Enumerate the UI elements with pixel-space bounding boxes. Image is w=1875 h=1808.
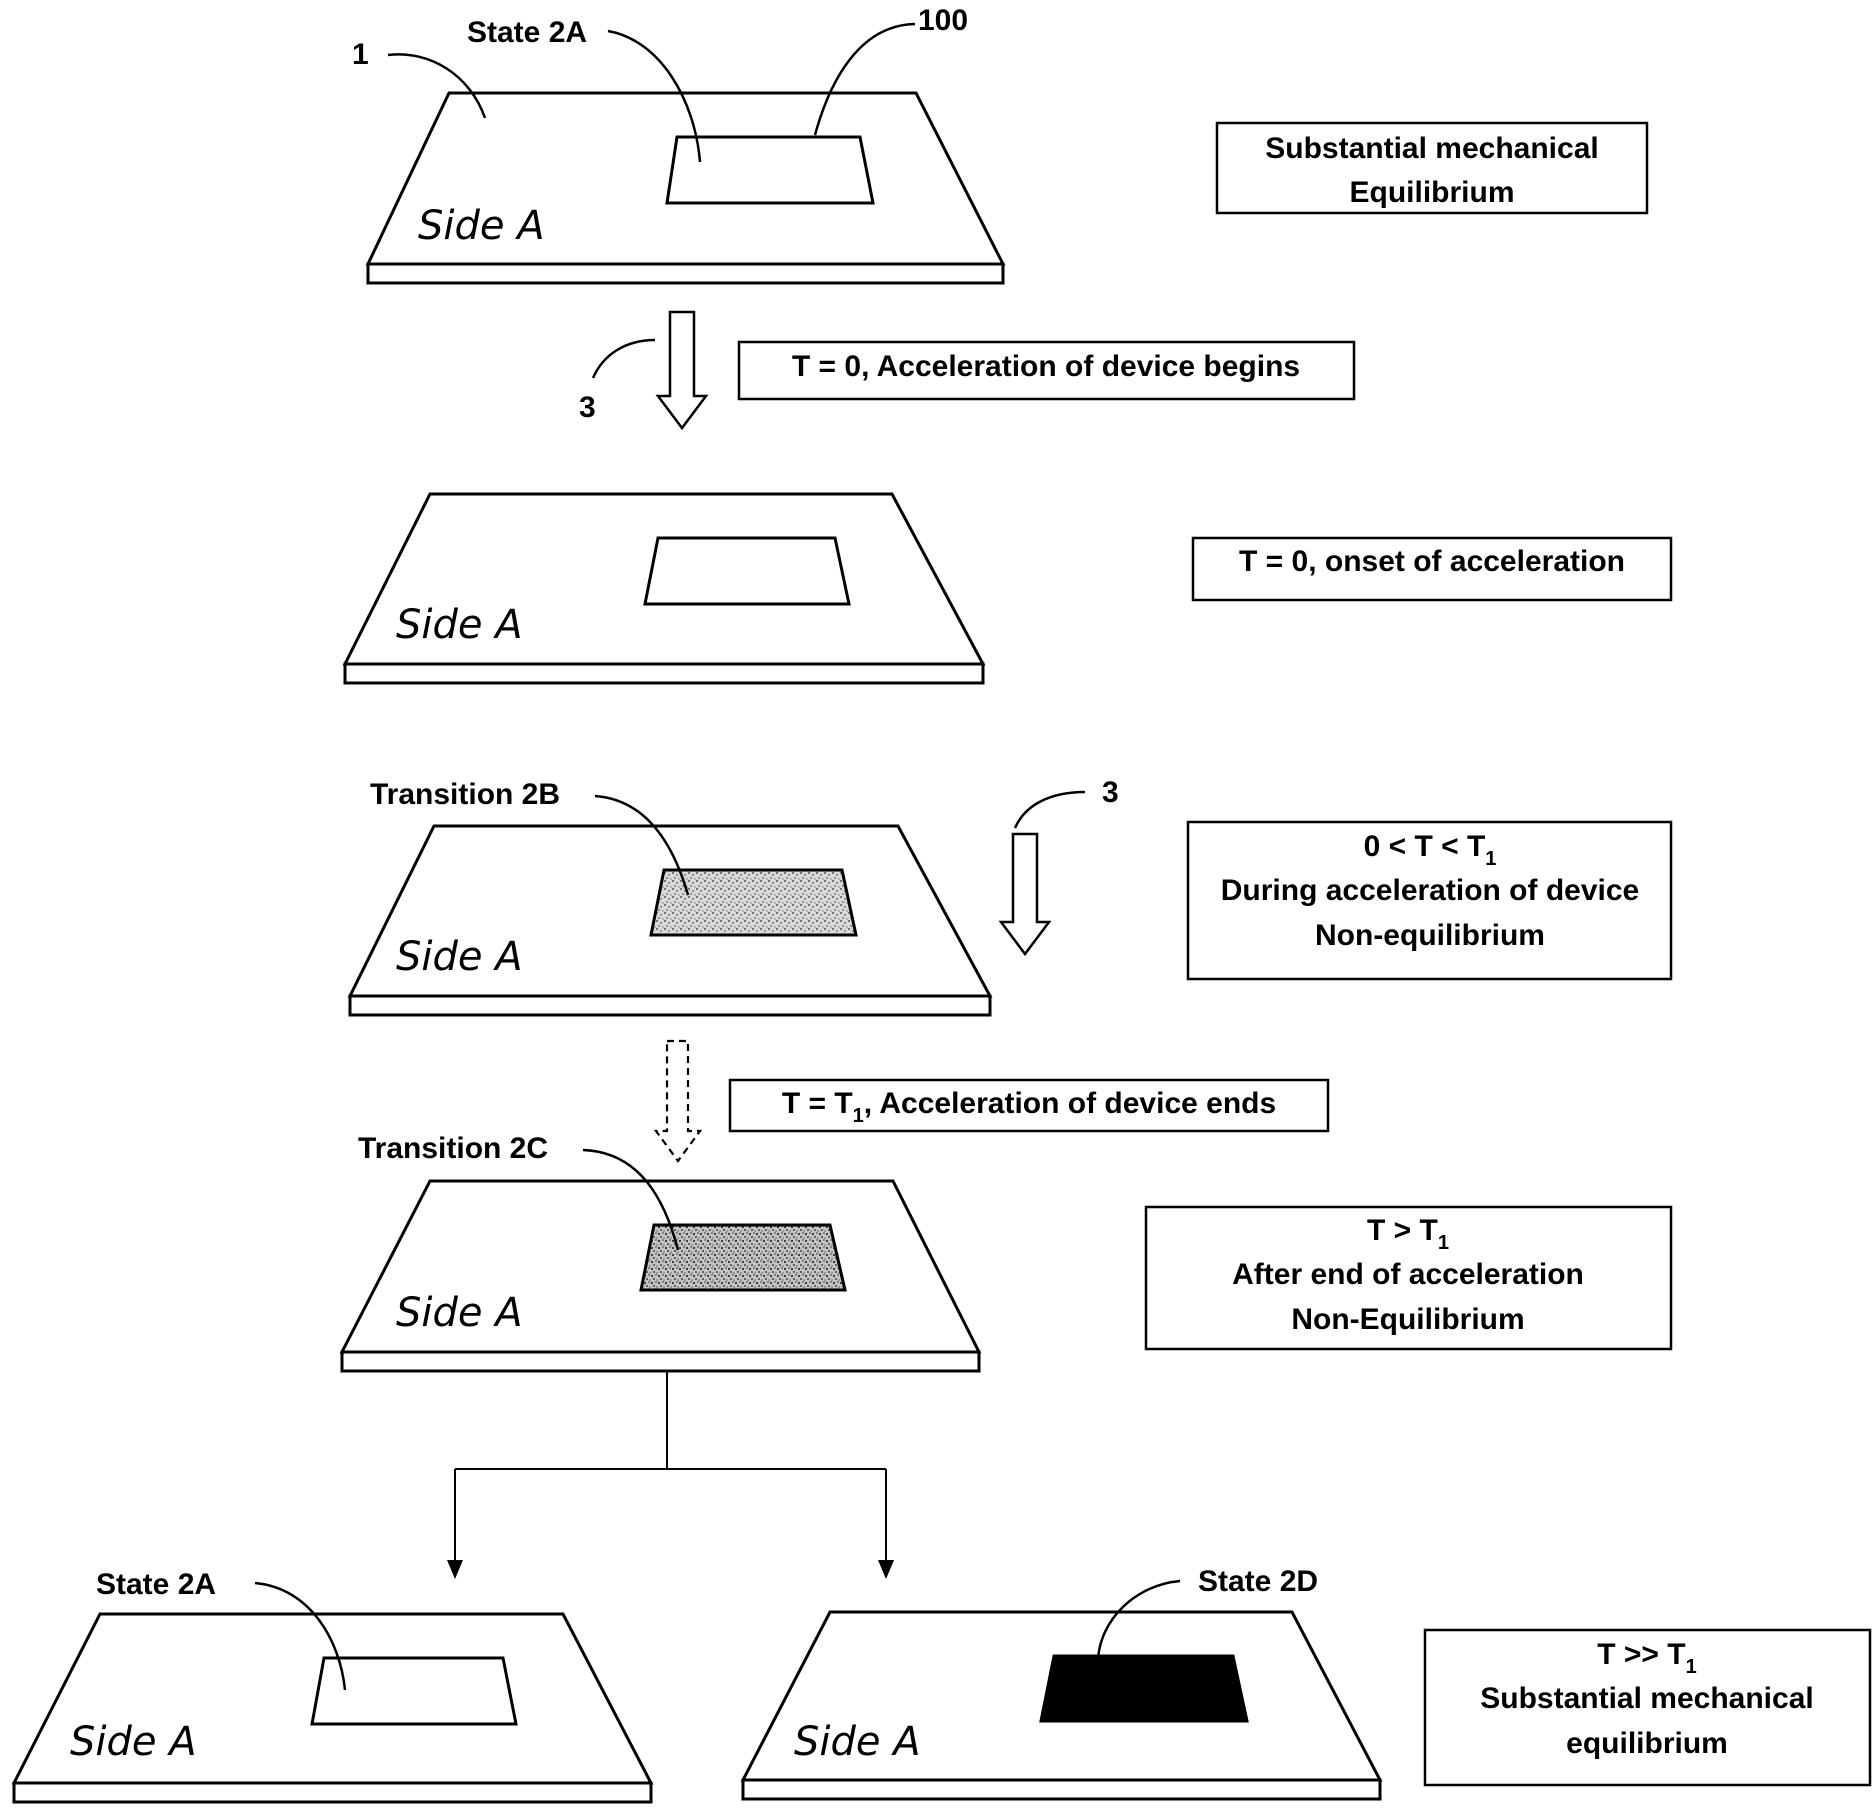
leader-ref-3-mid bbox=[1015, 792, 1085, 828]
branch-connector bbox=[447, 1371, 894, 1579]
leader-ref-3-top bbox=[593, 340, 655, 378]
plate-2-edge bbox=[345, 664, 983, 683]
side-a-label: Side A bbox=[396, 934, 523, 980]
plate-1-edge bbox=[368, 264, 1003, 283]
box4-line3: Non-equilibrium bbox=[1315, 919, 1545, 952]
plate-6-edge bbox=[743, 1780, 1380, 1799]
box5-line1-sub: 1 bbox=[853, 1105, 864, 1127]
side-a-label: Side A bbox=[794, 1719, 921, 1765]
box7-line2: Substantial mechanical bbox=[1480, 1682, 1813, 1715]
box6-line3: Non-Equilibrium bbox=[1291, 1303, 1524, 1336]
plate-3-edge bbox=[350, 996, 990, 1015]
side-a-label: Side A bbox=[418, 203, 545, 249]
box5-line1-post: , Acceleration of device ends bbox=[864, 1087, 1276, 1120]
box1-line1: Substantial mechanical bbox=[1265, 132, 1598, 165]
box7-line1-main: T >> T bbox=[1597, 1638, 1685, 1671]
arrow-down-2 bbox=[1001, 834, 1049, 954]
box4-line2: During acceleration of device bbox=[1221, 874, 1639, 907]
box3-line1: T = 0, onset of acceleration bbox=[1239, 545, 1625, 578]
plate-5-window bbox=[312, 1658, 516, 1724]
ref-1-label: 1 bbox=[352, 38, 369, 71]
plate-3-window-speckled bbox=[651, 870, 856, 935]
plate-4: Side A bbox=[342, 1181, 979, 1371]
box6-line2: After end of acceleration bbox=[1232, 1258, 1584, 1291]
box6-line1-main: T > T bbox=[1367, 1214, 1438, 1247]
state-2a-bottom-label: State 2A bbox=[96, 1568, 216, 1601]
side-a-label: Side A bbox=[396, 1290, 523, 1336]
plate-4-edge bbox=[342, 1352, 979, 1371]
plate-6: Side A bbox=[743, 1612, 1380, 1799]
box2-line1: T = 0, Acceleration of device begins bbox=[792, 350, 1300, 383]
plate-2-window bbox=[645, 538, 849, 604]
ref-3-mid-label: 3 bbox=[1102, 776, 1119, 809]
box7-line1-sub: 1 bbox=[1686, 1656, 1697, 1678]
box5-line1-pre: T = T bbox=[782, 1087, 853, 1120]
plate-4-window-speckled bbox=[641, 1225, 845, 1290]
side-a-label: Side A bbox=[396, 602, 523, 648]
box4-line1-sub: 1 bbox=[1485, 848, 1496, 870]
box7-line3: equilibrium bbox=[1566, 1727, 1728, 1760]
box1-line2: Equilibrium bbox=[1350, 176, 1515, 209]
plate-5-edge bbox=[14, 1783, 651, 1802]
plate-3: Side A bbox=[350, 826, 990, 1015]
box4-line1-main: 0 < T < T bbox=[1364, 830, 1486, 863]
ref-3-top-label: 3 bbox=[579, 391, 596, 424]
transition-2c-label: Transition 2C bbox=[358, 1132, 548, 1165]
state-2a-top-label: State 2A bbox=[467, 16, 587, 49]
arrowhead-left bbox=[447, 1560, 463, 1579]
plate-2: Side A bbox=[345, 494, 983, 683]
ref-100-label: 100 bbox=[918, 4, 968, 37]
plate-1: Side A bbox=[368, 93, 1003, 283]
transition-2b-label: Transition 2B bbox=[370, 778, 560, 811]
side-a-label: Side A bbox=[70, 1719, 197, 1765]
arrow-down-3-dashed bbox=[656, 1041, 700, 1161]
state-2d-label: State 2D bbox=[1198, 1565, 1318, 1598]
box6-line1-sub: 1 bbox=[1438, 1232, 1449, 1254]
arrowhead-right bbox=[878, 1560, 894, 1579]
plate-6-window-solid bbox=[1041, 1656, 1247, 1721]
arrow-down-1 bbox=[658, 312, 706, 428]
